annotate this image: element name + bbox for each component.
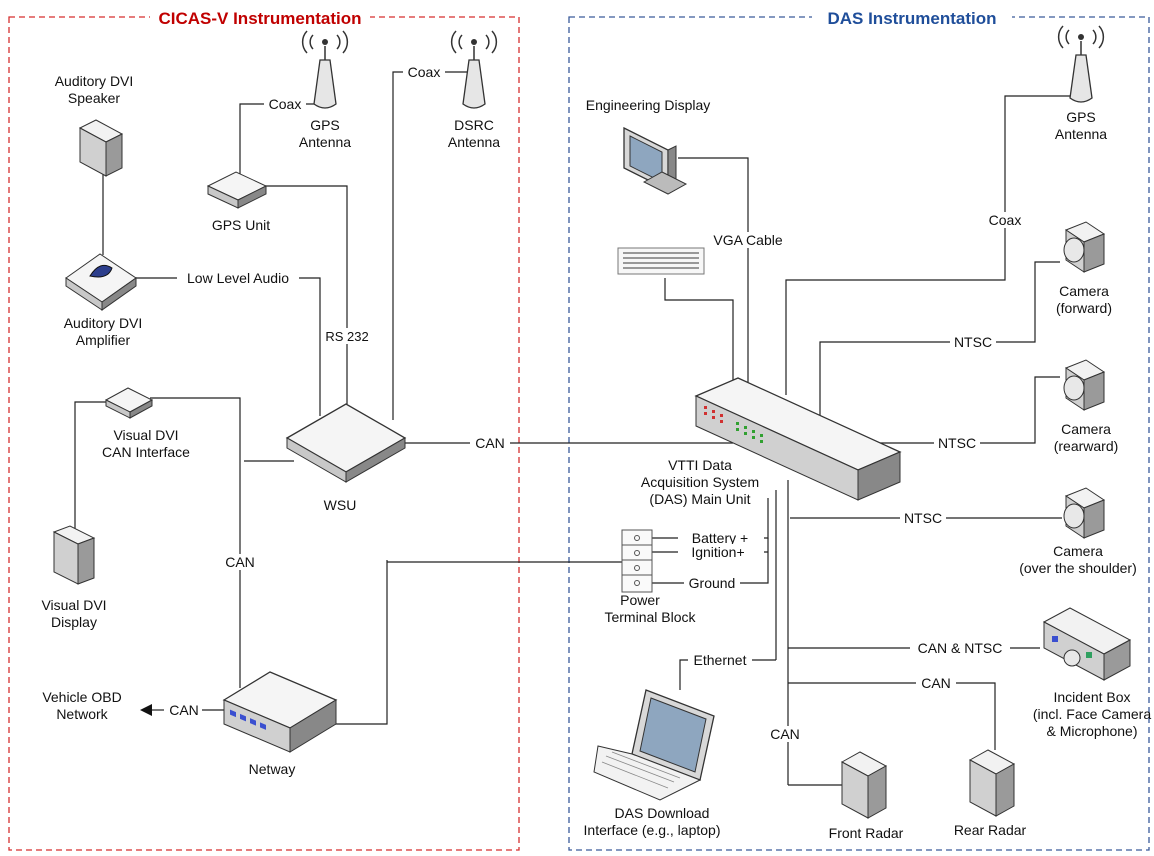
das-main-unit-icon — [694, 377, 902, 501]
gps-unit-icon — [206, 171, 268, 209]
engineering-display-label: Engineering Display — [586, 97, 711, 113]
connection-labels: Coax Coax Low Level Audio RS 232 CAN CAN… — [164, 64, 1025, 742]
cicas-section-title: CICAS-V Instrumentation — [158, 9, 361, 28]
rear-radar-label: Rear Radar — [954, 822, 1027, 838]
camera-shoulder-icon — [1063, 487, 1106, 539]
camera-shoulder-label: Camera(over the shoulder) — [1019, 543, 1137, 576]
wsu-icon — [285, 403, 407, 483]
can-label-wsu-das: CAN — [475, 435, 505, 451]
camera-forward-label: Camera(forward) — [1056, 283, 1112, 316]
camera-rearward-label: Camera(rearward) — [1054, 421, 1119, 454]
can-label-wsu-netway: CAN — [225, 554, 255, 570]
can-label-front-radar: CAN — [770, 726, 800, 742]
wsu-label: WSU — [324, 497, 357, 513]
rs232-label: RS 232 — [325, 329, 368, 344]
speaker-icon — [78, 119, 124, 177]
gps-antenna-right-icon — [1057, 25, 1105, 103]
laptop-icon — [593, 689, 715, 801]
front-radar-label: Front Radar — [829, 825, 904, 841]
camera-forward-icon — [1063, 221, 1106, 273]
can-ntsc-label: CAN & NTSC — [918, 640, 1003, 656]
terminal-block-icon — [621, 529, 653, 593]
netway-label: Netway — [249, 761, 296, 777]
low-level-audio-label: Low Level Audio — [187, 270, 289, 286]
coax-label-gps-left: Coax — [269, 96, 302, 112]
rear-radar-icon — [968, 749, 1016, 817]
display-icon — [52, 525, 96, 585]
amplifier-icon — [65, 253, 137, 311]
ntsc-label-rearward: NTSC — [938, 435, 976, 451]
vga-cable-label: VGA Cable — [713, 232, 782, 248]
can-label-obd: CAN — [169, 702, 199, 718]
monitor-icon — [623, 126, 688, 195]
can-interface-icon — [104, 387, 154, 419]
ignition-label: Ignition+ — [691, 544, 744, 560]
coax-label-dsrc: Coax — [408, 64, 441, 80]
incident-box-icon — [1042, 607, 1132, 681]
ntsc-label-forward: NTSC — [954, 334, 992, 350]
ground-label: Ground — [689, 575, 736, 591]
can-label-rear-radar: CAN — [921, 675, 951, 691]
coax-label-gps-right: Coax — [989, 212, 1022, 228]
gps-unit-label: GPS Unit — [212, 217, 270, 233]
ntsc-label-shoulder: NTSC — [904, 510, 942, 526]
keyboard-icon — [617, 247, 705, 275]
incident-box-label: Incident Box(incl. Face Camera& Micropho… — [1033, 689, 1151, 739]
ethernet-label: Ethernet — [694, 652, 747, 668]
front-radar-icon — [840, 751, 888, 819]
netway-icon — [222, 671, 338, 753]
gps-antenna-left-icon — [301, 30, 349, 109]
camera-rearward-icon — [1063, 359, 1106, 411]
battery-label: Battery + — [692, 530, 748, 546]
dsrc-antenna-icon — [450, 30, 498, 109]
das-section-title: DAS Instrumentation — [827, 9, 996, 28]
